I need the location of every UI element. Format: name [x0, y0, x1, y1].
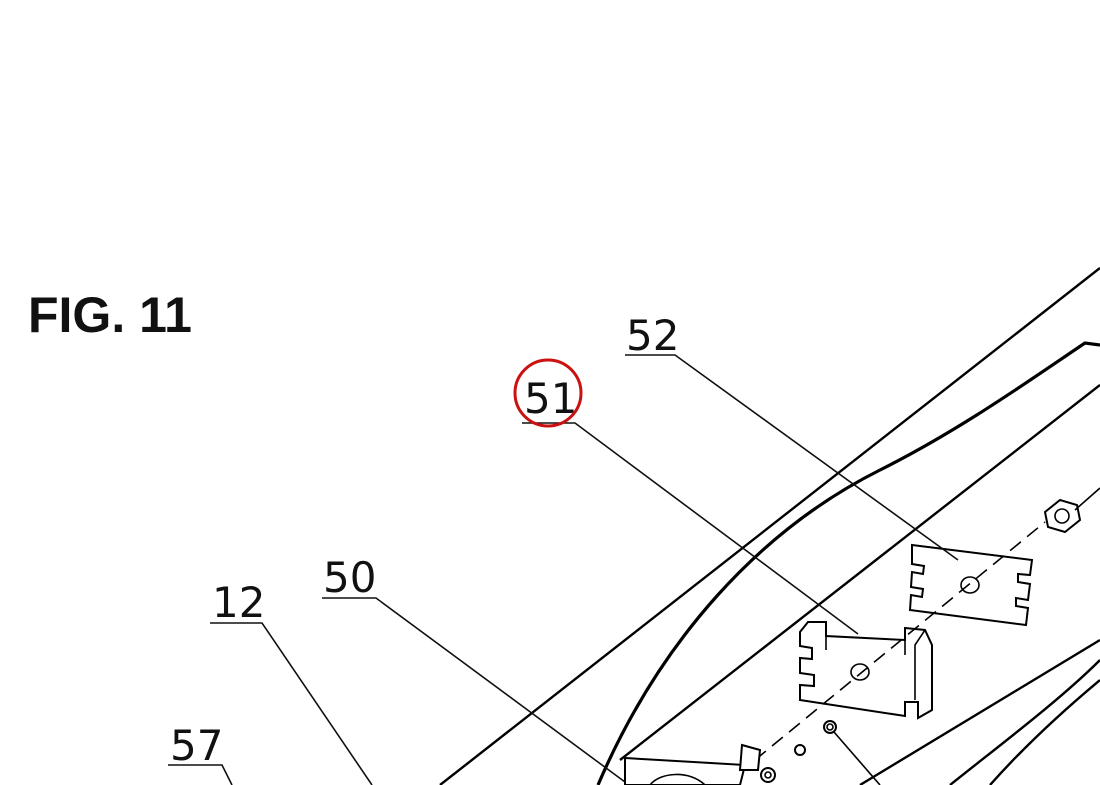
hex-nut	[1043, 487, 1100, 534]
callout-57: 57	[170, 721, 223, 770]
highlight-circle	[513, 358, 583, 428]
leader-50	[322, 597, 626, 783]
callout-12: 12	[212, 578, 265, 627]
housing-body	[439, 267, 1100, 785]
part-51-bracket	[799, 621, 933, 720]
leader-lines	[168, 354, 959, 785]
callout-50: 50	[323, 553, 376, 602]
screw-hardware	[738, 720, 881, 785]
leader-12	[210, 622, 373, 785]
leader-52	[625, 354, 959, 561]
assembly-axis	[754, 521, 1046, 761]
part-52-plate	[908, 543, 1034, 627]
leader-51	[522, 422, 859, 635]
figure-title: FIG. 11	[28, 287, 192, 343]
base-plate	[624, 756, 747, 785]
leader-57	[168, 764, 233, 785]
callout-52: 52	[626, 311, 679, 360]
callouts: 52 51 50 12 57	[170, 311, 679, 770]
callout-51: 51	[524, 374, 577, 423]
